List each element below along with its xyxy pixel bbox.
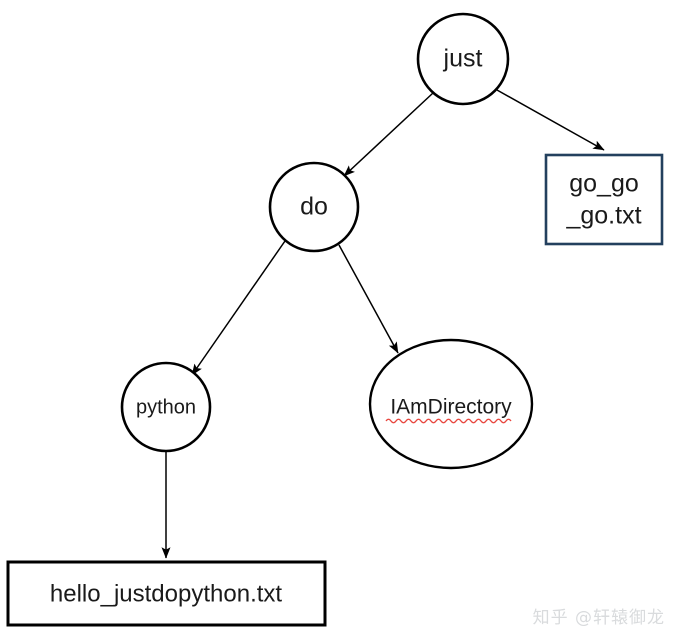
node-go-go-go-label-line1: go_go bbox=[569, 170, 639, 198]
node-python-label: python bbox=[136, 396, 196, 418]
edge-group bbox=[161, 89, 605, 559]
spellcheck-underline-icon bbox=[385, 418, 512, 424]
node-just-shape[interactable] bbox=[416, 12, 510, 106]
node-go-go-go-file[interactable]: go_go _go.txt bbox=[544, 153, 664, 246]
node-hello-file-shape[interactable] bbox=[6, 560, 327, 627]
edge-do-to-python bbox=[191, 240, 286, 376]
watermark: 知乎 @轩辕御龙 bbox=[532, 608, 665, 628]
node-iamdirectory-label: IAmDirectory bbox=[390, 396, 512, 419]
node-do[interactable]: do bbox=[268, 161, 360, 253]
node-just-label: just bbox=[443, 45, 483, 73]
node-hello-file[interactable]: hello_justdopython.txt bbox=[6, 560, 327, 627]
node-do-label: do bbox=[300, 193, 328, 221]
node-do-shape[interactable] bbox=[268, 161, 360, 253]
node-hello-file-label: hello_justdopython.txt bbox=[50, 580, 282, 607]
node-python[interactable]: python bbox=[120, 361, 212, 453]
node-iamdirectory[interactable]: IAmDirectory bbox=[368, 338, 534, 470]
node-go-go-go-label-line2: _go.txt bbox=[565, 202, 641, 230]
edge-just-to-do bbox=[343, 92, 434, 177]
node-just[interactable]: just bbox=[416, 12, 510, 106]
node-python-shape[interactable] bbox=[120, 361, 212, 453]
edge-just-to-go-go-go bbox=[496, 89, 605, 151]
edge-do-to-iamdirectory bbox=[338, 244, 399, 354]
node-go-go-go-shape[interactable] bbox=[544, 153, 664, 246]
node-iamdirectory-shape[interactable] bbox=[368, 338, 534, 470]
